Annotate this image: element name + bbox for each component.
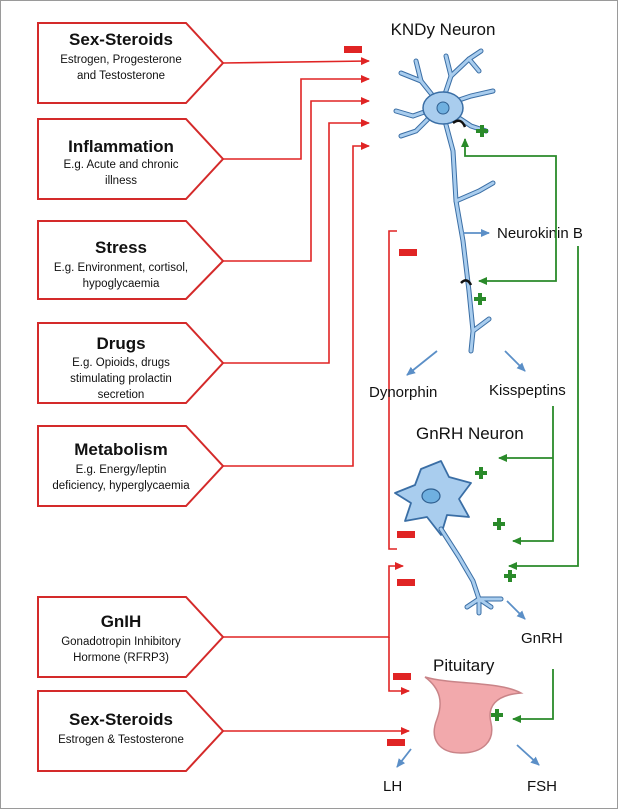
factor-title: Sex-Steroids (69, 30, 173, 49)
dynorphin-secretion-arrow (406, 350, 438, 376)
kisspeptin-secretion-arrow (504, 350, 526, 372)
factor-title: Stress (95, 238, 147, 257)
factor-line: deficiency, hyperglycaemia (52, 480, 190, 492)
minus-icon (344, 46, 362, 53)
factor-drugs: Drugs E.g. Opioids, drugs stimulating pr… (37, 322, 225, 404)
plus-icon (491, 709, 503, 721)
factor-title: Drugs (96, 334, 145, 353)
factor-line: E.g. Acute and chronic (63, 159, 178, 171)
gnrh-neuron-label: GnRH Neuron (416, 424, 524, 443)
receptor-icon (452, 119, 467, 128)
factor-line: Estrogen & Testosterone (58, 734, 184, 746)
minus-icon (393, 673, 411, 680)
factor-line: E.g. Energy/leptin (76, 464, 167, 476)
kndy-neuron-illustration (393, 48, 496, 354)
factor-line: Gonadotropin Inhibitory (61, 636, 181, 648)
lh-secretion-arrow (396, 748, 412, 768)
factor-line: Hormone (RFRP3) (73, 652, 169, 664)
factor-sex-steroids-1: Sex-Steroids Estrogen, Progesterone and … (37, 22, 225, 104)
plus-icon (475, 467, 487, 479)
factor-stress: Stress E.g. Environment, cortisol, hypog… (37, 220, 225, 300)
kisspeptins-label: Kisspeptins (489, 382, 566, 399)
factor-title: GnIH (101, 612, 142, 631)
factor-line: hypoglycaemia (83, 278, 160, 290)
kndy-neuron-label: KNDy Neuron (391, 20, 496, 39)
plus-icon (474, 293, 486, 305)
plus-icon (476, 125, 488, 137)
minus-icon (397, 579, 415, 586)
minus-icon (399, 249, 417, 256)
factor-line: secretion (98, 389, 145, 401)
factor-inflammation: Inflammation E.g. Acute and chronic illn… (37, 118, 225, 200)
factor-sex-steroids-2: Sex-Steroids Estrogen & Testosterone (37, 690, 225, 772)
minus-icon (387, 739, 405, 746)
pituitary-label: Pituitary (433, 656, 495, 675)
minus-signs (344, 46, 417, 746)
factor-metabolism: Metabolism E.g. Energy/leptin deficiency… (37, 425, 225, 507)
pituitary-illustration (424, 676, 524, 754)
fsh-secretion-arrow (516, 744, 540, 766)
factor-title: Sex-Steroids (69, 710, 173, 729)
gnrh-label: GnRH (521, 630, 563, 647)
minus-icon (397, 531, 415, 538)
factor-line: illness (105, 175, 137, 187)
plus-icon (493, 518, 505, 530)
factor-line: E.g. Opioids, drugs (72, 357, 170, 369)
stimulation-arrows (461, 138, 579, 723)
dynorphin-label: Dynorphin (369, 384, 437, 401)
lh-label: LH (383, 778, 402, 795)
factor-line: Estrogen, Progesterone (60, 54, 181, 66)
gnrh-secretion-arrow (506, 600, 526, 620)
gnrh-neuron-illustration (394, 460, 504, 616)
fsh-label: FSH (527, 778, 557, 795)
plus-icon (504, 570, 516, 582)
factor-line: and Testosterone (77, 70, 165, 82)
factor-line: stimulating prolactin (70, 373, 172, 385)
receptor-icon (460, 279, 473, 286)
factor-gnih: GnIH Gonadotropin Inhibitory Hormone (RF… (37, 596, 225, 678)
factor-line: E.g. Environment, cortisol, (54, 262, 188, 274)
factor-title: Metabolism (74, 440, 168, 459)
factor-title: Inflammation (68, 137, 174, 156)
plus-signs (474, 125, 516, 721)
inhibition-arrows (222, 57, 410, 735)
neurokinin-b-label: Neurokinin B (497, 225, 583, 242)
